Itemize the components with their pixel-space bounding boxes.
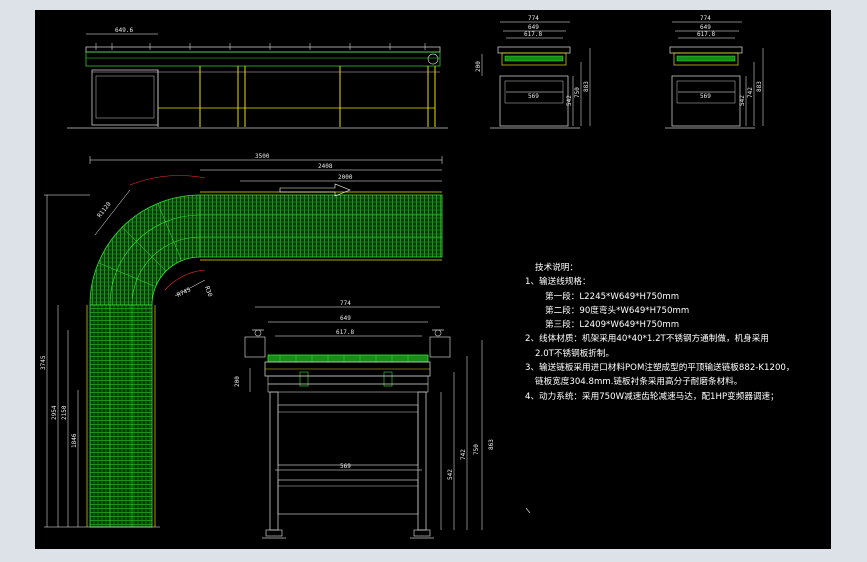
- dim-774-c: 774: [340, 300, 351, 307]
- plan-view: 3500 2408 2000 3745 2954 2150 1846 R1120…: [40, 153, 443, 528]
- dim-2150: 2150: [61, 405, 68, 420]
- dim-774-a: 774: [528, 15, 539, 22]
- dim-200-a: 200: [475, 61, 482, 72]
- dim-649-a: 649: [528, 24, 539, 31]
- notes-line-1c: 第三段：L2409*W649*H750mm: [545, 320, 680, 331]
- dim-569-c: 569: [340, 463, 351, 470]
- notes-line-2b: 2.0T不锈钢板折制。: [535, 348, 615, 359]
- notes-line-3b: 链板宽度304.8mm.链板衬条采用高分子耐磨条材料。: [535, 377, 743, 388]
- dim-3500: 3500: [255, 153, 270, 160]
- notes-line-1: 1、输送线规格：: [525, 277, 591, 288]
- notes-line-4: 4、动力系统：采用750W减速齿轮减速马达，配1HP变频器调速；: [525, 391, 779, 402]
- dim-r30: R30: [203, 285, 213, 298]
- dim-649-6: 649.6: [115, 27, 133, 34]
- dim-863-c: 863: [488, 439, 495, 450]
- dim-569-a: 569: [528, 93, 539, 100]
- dim-542-b: 542: [739, 95, 746, 106]
- front-elevation: 649.6: [67, 27, 448, 129]
- notes-line-1a: 第一段：L2245*W649*H750mm: [545, 291, 680, 302]
- side-view-2: 774 649 617.8 569 542 742 883: [665, 15, 764, 129]
- dim-2000: 2000: [338, 174, 353, 181]
- dim-774-b: 774: [700, 15, 711, 22]
- dim-883-a: 883: [583, 81, 590, 92]
- dim-617-b: 617.8: [697, 31, 715, 38]
- notes-line-2: 2、线体材质：机架采用40*40*1.2T不锈钢方通制做，机身采用: [525, 334, 769, 345]
- section-view: 774 649 617.8 569 200 542 742 750 863: [234, 300, 495, 539]
- dim-200-c: 200: [234, 376, 241, 387]
- notes-line-1b: 第二段：90度弯头*W649*H750mm: [545, 305, 690, 316]
- technical-notes: 技术说明： 1、输送线规格： 第一段：L2245*W649*H750mm 第二段…: [523, 261, 823, 404]
- dim-569-b: 569: [700, 93, 711, 100]
- dim-542-c: 542: [447, 469, 454, 480]
- dim-r1120: R1120: [96, 200, 113, 219]
- notes-title: 技术说明：: [535, 263, 578, 273]
- dim-2954: 2954: [51, 405, 58, 420]
- dim-617-a: 617.8: [524, 31, 542, 38]
- dim-742-c: 742: [460, 449, 467, 460]
- dim-1846: 1846: [71, 433, 78, 448]
- side-view-1: 774 649 617.8 569 200 542 750 883: [475, 15, 591, 129]
- dim-3745: 3745: [40, 355, 47, 370]
- dim-750-c: 750: [473, 444, 480, 455]
- dim-649-b: 649: [700, 24, 711, 31]
- dim-750-a: 750: [574, 87, 581, 98]
- dim-617-c: 617.8: [336, 329, 354, 336]
- dim-649-c: 649: [340, 315, 351, 322]
- dim-883-b: 883: [756, 81, 763, 92]
- notes-line-3: 3、输送链板采用进口材料POM注塑成型的平顶输送链板882-K1200，: [525, 363, 795, 374]
- dim-2408: 2408: [318, 163, 333, 170]
- dim-542-a: 542: [566, 95, 573, 106]
- dim-742-b: 742: [747, 87, 754, 98]
- drawing-canvas[interactable]: 649.6 774 649 617.8 569 200 542 750 883: [35, 10, 831, 549]
- cursor-mark: [525, 507, 531, 514]
